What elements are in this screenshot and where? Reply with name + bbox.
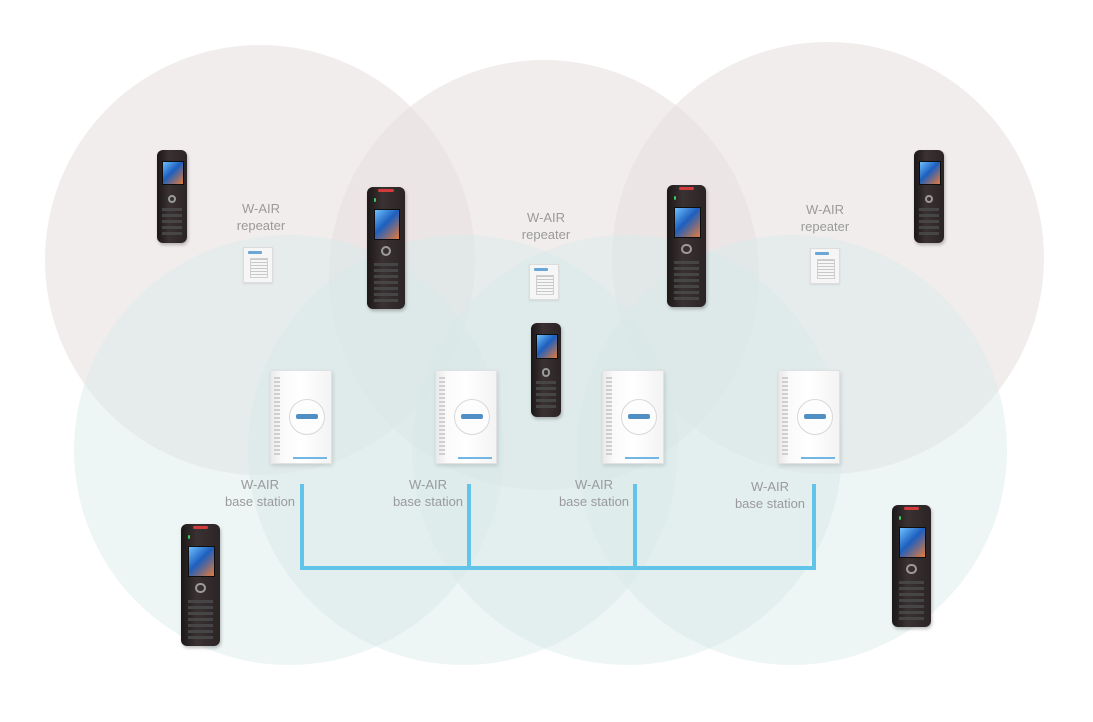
dect-handset-icon — [367, 187, 405, 309]
base-station-icon — [602, 370, 664, 464]
base-station-icon — [778, 370, 840, 464]
dect-handset-icon — [892, 505, 931, 627]
backbone-horizontal-line — [300, 566, 816, 570]
dect-handset-icon — [181, 524, 220, 646]
dect-handset-icon — [531, 323, 561, 417]
dect-handset-icon — [667, 185, 706, 307]
repeater-icon — [810, 248, 840, 284]
repeater-icon — [243, 247, 273, 283]
base-station-icon — [270, 370, 332, 464]
repeater-icon — [529, 264, 559, 300]
backbone-drop-2 — [467, 484, 471, 570]
dect-handset-icon — [914, 150, 944, 243]
dect-handset-icon — [157, 150, 187, 243]
base-station-icon — [435, 370, 497, 464]
backbone-drop-1 — [300, 484, 304, 570]
backbone-drop-3 — [633, 484, 637, 570]
backbone-drop-4 — [812, 484, 816, 570]
